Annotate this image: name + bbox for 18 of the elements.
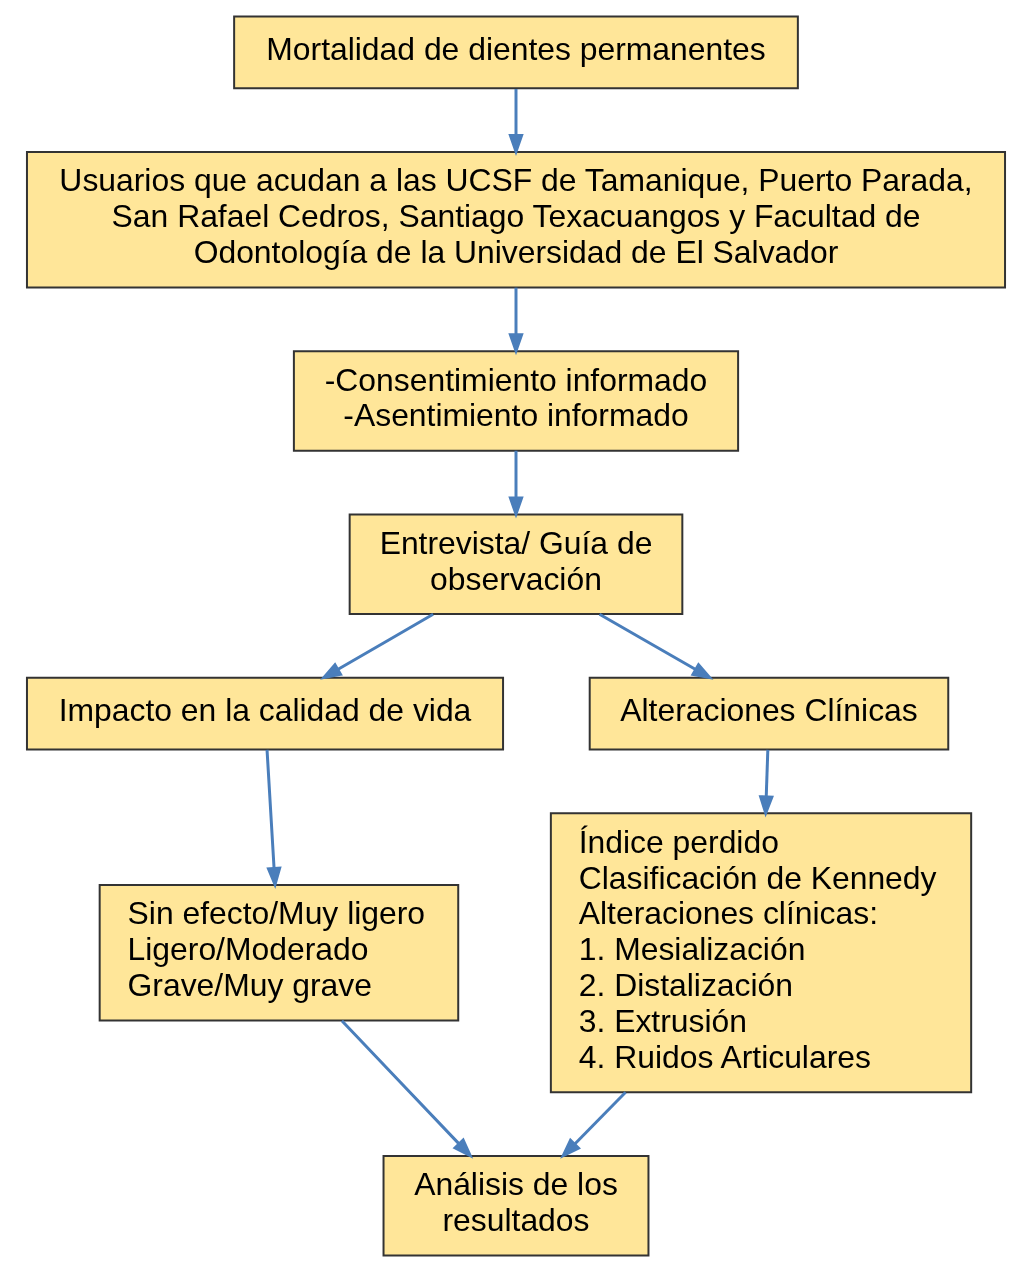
arrow [265, 749, 282, 889]
arrow [598, 613, 713, 680]
arrow [507, 89, 524, 156]
arrow [559, 1091, 627, 1159]
node-box: Impacto en la calidad de vida [25, 676, 504, 751]
arrow [507, 450, 524, 519]
arrow [507, 287, 524, 356]
node-box: -Consentimiento informado -Asentimiento informado [292, 350, 739, 452]
arrow [340, 1019, 473, 1159]
node-box: Entrevista/ Guía de observación [348, 513, 683, 616]
node-box: Alteraciones Clínicas [588, 676, 949, 751]
node-box: Sin efecto/Muy ligero Ligero/Moderado Grave/Muy grave [98, 884, 459, 1022]
node-box: Análisis de los resultados [382, 1154, 649, 1257]
node-box: Mortalidad de dientes permanentes [232, 15, 799, 90]
node-box: Índice perdido Clasificación de Kennedy Alteraciones clínicas: 1. Mesialización 2. Distalización 3. Extrusión 4. Ruidos Articulares [549, 812, 972, 1094]
node-box: Usuarios que acudan a las UCSF de Tamanique, Puerto Parada, San Rafael Cedros, Santiago Texacuangos y Facultad de Odontología de la Universidad de El Salvador [25, 150, 1006, 289]
arrow [758, 749, 774, 818]
arrow [319, 613, 434, 680]
